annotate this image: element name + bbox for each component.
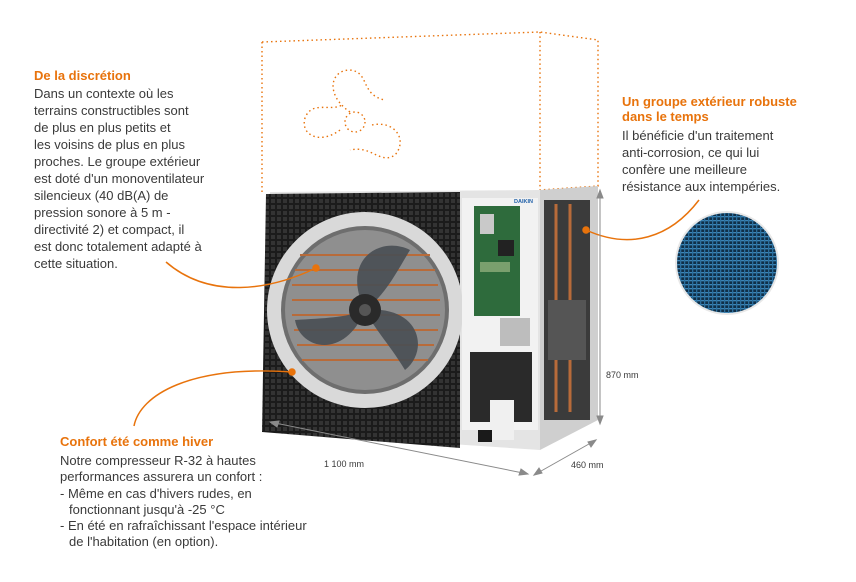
text-line: performances assurera un confort : xyxy=(60,469,263,484)
text-line: terrains constructibles sont xyxy=(34,103,189,118)
anti-corrosion-mesh-icon xyxy=(675,211,779,315)
text-line: Il bénéficie d'un traitement xyxy=(622,128,774,143)
section-title-discretion: De la discrétion xyxy=(34,68,131,83)
text-line: est donc totalement adapté à xyxy=(34,239,202,254)
list-item: - Même en cas d'hivers rudes, en fonctio… xyxy=(60,486,307,518)
dimension-height: 870 mm xyxy=(606,370,639,380)
dimension-width: 1 100 mm xyxy=(324,459,365,469)
text-line: pression sonore à 5 m - xyxy=(34,205,171,220)
text-line: silencieux (40 dB(A) de xyxy=(34,188,169,203)
text-line: Dans un contexte où les xyxy=(34,86,174,101)
text-line: résistance aux intempéries. xyxy=(622,179,781,194)
text-line: les voisins de plus en plus xyxy=(34,137,186,152)
section-text-robuste: Il bénéficie d'un traitement anti-corros… xyxy=(622,127,780,195)
title-line: dans le temps xyxy=(622,109,709,124)
text-line: proches. Le groupe extérieur xyxy=(34,154,201,169)
outdoor-unit xyxy=(262,186,598,450)
list-item: - En été en rafraîchissant l'espace inté… xyxy=(60,518,307,550)
text-line: de plus en plus petits et xyxy=(34,120,171,135)
text-line: est doté d'un monoventilateur xyxy=(34,171,205,186)
section-text-discretion: Dans un contexte où les terrains constru… xyxy=(34,85,204,272)
text-line: - En été en rafraîchissant l'espace inté… xyxy=(60,518,307,533)
fan-swirl-outline-icon xyxy=(303,69,401,159)
brand-logo: DAIKIN xyxy=(514,199,533,205)
casing-outline xyxy=(261,31,599,192)
text-line: confère une meilleure xyxy=(622,162,748,177)
section-title-robuste: Un groupe extérieur robuste dans le temp… xyxy=(622,94,797,124)
title-line: Un groupe extérieur robuste xyxy=(622,94,797,109)
text-line: fonctionnant jusqu'à -25 °C xyxy=(69,502,225,517)
section-title-confort: Confort été comme hiver xyxy=(60,434,214,449)
section-text-confort: Notre compresseur R-32 à hautes performa… xyxy=(60,453,262,485)
text-line: - Même en cas d'hivers rudes, en xyxy=(60,486,252,501)
dimension-depth: 460 mm xyxy=(571,460,604,470)
text-line: directivité 2) et compact, il xyxy=(34,222,185,237)
text-line: Notre compresseur R-32 à hautes xyxy=(60,453,256,468)
text-line: anti-corrosion, ce qui lui xyxy=(622,145,760,160)
text-line: cette situation. xyxy=(34,256,118,271)
confort-bullet-list: - Même en cas d'hivers rudes, en fonctio… xyxy=(60,486,307,550)
dimension-lines xyxy=(268,188,604,476)
text-line: de l'habitation (en option). xyxy=(69,534,219,549)
